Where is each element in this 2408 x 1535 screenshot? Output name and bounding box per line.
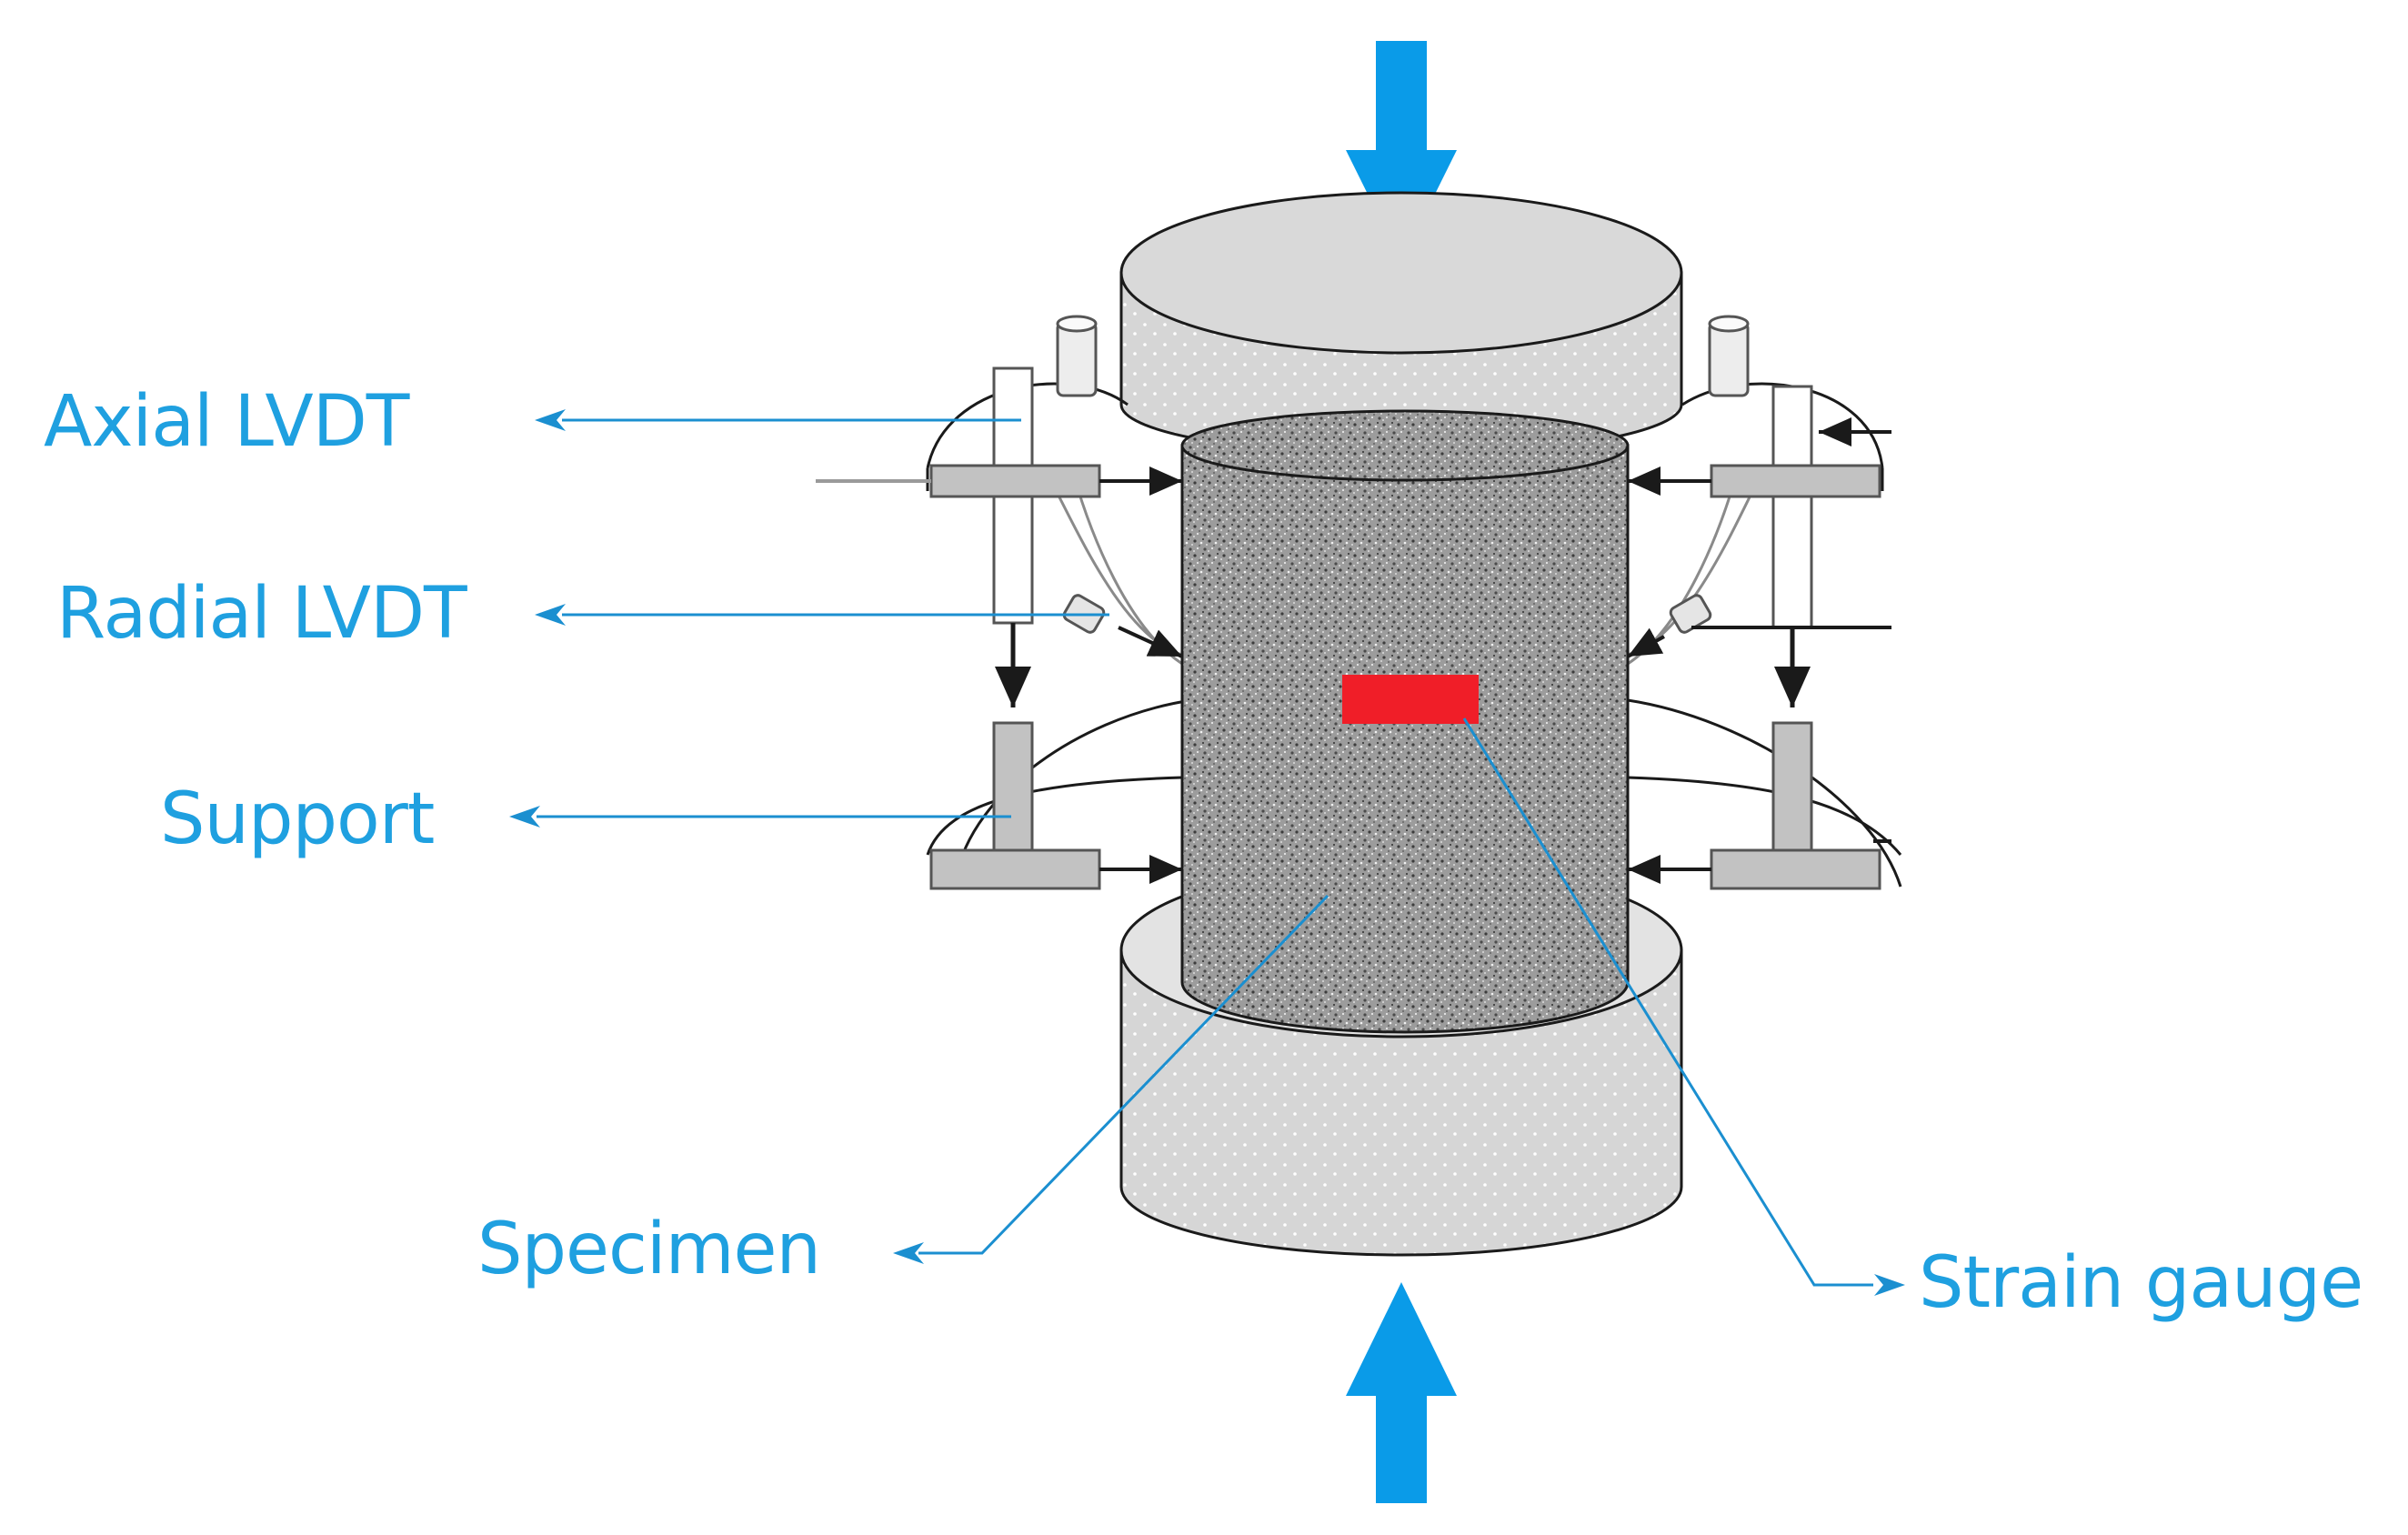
radial-lvdt-label: Radial LVDT: [56, 573, 467, 655]
support-label: Support: [160, 778, 435, 860]
specimen-leader: [893, 894, 1329, 1264]
specimen-cylinder: [1180, 409, 1630, 1034]
support-leader: [509, 806, 1011, 828]
radial-lvdt-arrowhead-icon: [535, 604, 566, 626]
specimen-arrowhead-icon: [893, 1242, 924, 1264]
axial-lvdt-leader: [535, 409, 1021, 431]
left-axial-lvdt: [816, 315, 1183, 890]
radial-lvdt-leader: [535, 604, 1109, 626]
strain-gauge-leader: [1462, 717, 1905, 1296]
strain-gauge-patch: [1342, 675, 1479, 724]
support-arrowhead-icon: [509, 806, 540, 828]
axial-lvdt-label: Axial LVDT: [44, 381, 409, 463]
strain-gauge-label: Strain gauge: [1919, 1242, 2363, 1324]
right-fixture: [1627, 382, 1902, 888]
specimen-label: Specimen: [477, 1209, 821, 1290]
strain-gauge-arrowhead-icon: [1874, 1274, 1905, 1296]
right-axial-lvdt: [1627, 315, 1891, 890]
bottom-load-arrow-icon: [1346, 1282, 1457, 1503]
axial-lvdt-arrowhead-icon: [535, 409, 566, 431]
top-platen: [1119, 191, 1683, 456]
left-fixture: [926, 382, 1192, 888]
